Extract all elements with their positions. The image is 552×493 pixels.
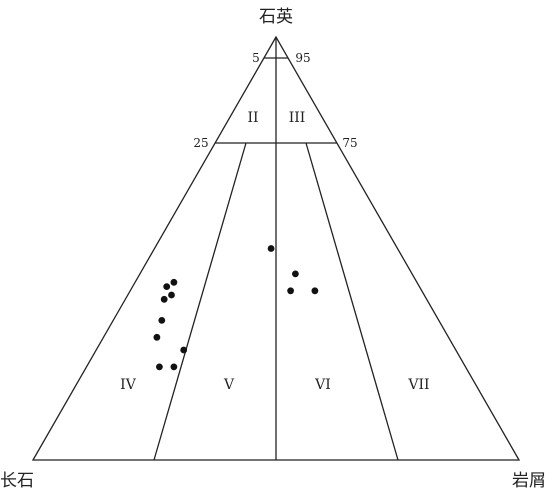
tick-label-95: 95: [295, 51, 310, 65]
field-label-III: III: [289, 110, 306, 126]
field-label-II: II: [247, 110, 258, 126]
vertex-label-quartz: 石英: [259, 7, 293, 27]
tick-label-75: 75: [342, 136, 357, 150]
tick-label-25: 25: [193, 136, 208, 150]
data-point: [292, 270, 299, 278]
data-points: [153, 245, 319, 371]
field-label-VI: VI: [314, 377, 331, 393]
data-point: [170, 363, 178, 371]
ratio-3-1-line: [153, 142, 247, 461]
vertex-label-feldspar: 长石: [0, 471, 34, 491]
data-point: [160, 295, 168, 303]
vertex-label-lithic: 岩屑: [512, 471, 546, 491]
data-point: [156, 363, 163, 371]
data-point: [170, 278, 178, 286]
data-point: [163, 283, 171, 290]
tick-label-5: 5: [252, 51, 260, 65]
data-point: [168, 291, 175, 299]
data-point: [311, 287, 319, 295]
field-label-V: V: [223, 377, 235, 393]
field-label-VII: VII: [407, 377, 429, 393]
data-point: [158, 317, 166, 324]
field-label-IV: IV: [120, 377, 137, 393]
data-point: [267, 245, 275, 252]
data-point: [287, 287, 294, 295]
data-point: [180, 346, 188, 354]
ratio-1-3-line: [305, 142, 399, 461]
data-point: [153, 333, 161, 341]
